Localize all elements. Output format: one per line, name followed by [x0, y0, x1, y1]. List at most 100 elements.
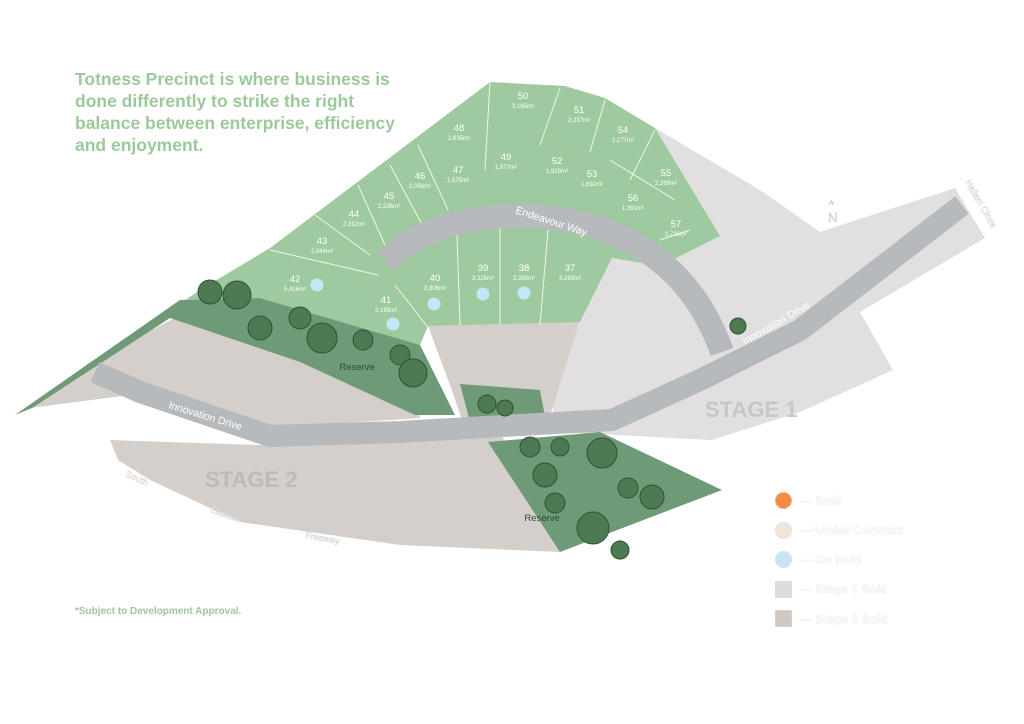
footnote: *Subject to Development Approval.	[75, 606, 242, 617]
lot-54[interactable]: 542,177m²	[612, 125, 634, 144]
tree-icon	[288, 306, 312, 330]
lot-number: 37	[565, 263, 576, 274]
stage2-area-lower	[110, 432, 560, 552]
lot-number: 46	[415, 171, 426, 182]
lot-42[interactable]: 42 5,416m²	[284, 274, 324, 293]
lot-53[interactable]: 531,692m²	[581, 169, 603, 188]
lot-boundaries	[269, 81, 691, 331]
endeavour-way-road	[376, 204, 734, 357]
lot-area: 2,312m²	[343, 222, 365, 228]
lot-52[interactable]: 52 1,920m²	[546, 156, 568, 175]
stage2-label: STAGE 2	[205, 467, 298, 492]
tree-icon	[729, 317, 747, 335]
lot-50[interactable]: 50 3,165m²	[512, 91, 534, 110]
legend: — Sold — Under Contract — On Hold — Stage 1…	[775, 486, 903, 634]
lot-number: 39	[478, 263, 489, 274]
lot-number: 45	[384, 191, 395, 202]
lot-area: 2,944m²	[311, 249, 333, 255]
lot-number: 42	[290, 274, 301, 285]
lot-number: 53	[587, 169, 598, 180]
lot-area: 3,280m²	[513, 276, 535, 282]
lot-area: 3,325m²	[472, 276, 494, 282]
lot-39[interactable]: 39 3,325m²	[472, 263, 494, 301]
tree-icon	[398, 358, 428, 388]
tree-icon	[519, 436, 541, 458]
lot-number: 56	[628, 193, 639, 204]
lot-area: 2,236m²	[378, 204, 400, 210]
lot-44[interactable]: 44 2,312m²	[343, 209, 365, 228]
lot-51[interactable]: 512,237m²	[568, 105, 590, 124]
legend-label: — Sold	[800, 493, 842, 508]
lot-48[interactable]: 48 2,635m²	[448, 123, 470, 142]
tree-icon	[576, 511, 610, 545]
tree-icon	[222, 280, 252, 310]
stage1-label: STAGE 1	[705, 397, 798, 422]
lot-38[interactable]: 383,280m²	[513, 263, 535, 300]
on-hold-marker	[386, 317, 400, 331]
tree-icon	[197, 279, 223, 305]
lot-number: 43	[317, 236, 328, 247]
lot-45[interactable]: 45 2,236m²	[378, 191, 400, 210]
reserve-label-right: Reserve	[524, 513, 559, 524]
legend-swatch-icon	[775, 492, 792, 510]
lot-number: 40	[430, 273, 441, 284]
legend-label: — Stage 2 Sold	[800, 611, 888, 626]
lot-area: 2,177m²	[612, 138, 634, 144]
lot-number: 44	[349, 209, 360, 220]
legend-swatch-icon	[775, 521, 792, 539]
tree-icon	[306, 322, 338, 354]
legend-label: — Stage 1 Sold	[800, 582, 888, 597]
legend-swatch-icon	[775, 610, 792, 628]
lot-number: 52	[552, 156, 563, 167]
tree-icon	[496, 399, 514, 417]
lot-number: 55	[661, 168, 672, 179]
reserve-left	[15, 298, 455, 415]
lot-43[interactable]: 43 2,944m²	[311, 236, 333, 255]
lot-47[interactable]: 47 1,575m²	[447, 165, 469, 184]
lot-40[interactable]: 40 3,306m²	[424, 273, 446, 311]
lot-area: 1,920m²	[546, 169, 568, 175]
tree-icon	[532, 462, 558, 488]
legend-item: — Stage 2 Sold	[775, 604, 903, 634]
legend-item: — On Hold	[775, 545, 903, 575]
lot-56[interactable]: 561,391m²	[622, 193, 644, 212]
lot-37[interactable]: 373,293m²	[559, 263, 581, 282]
tree-icon	[586, 437, 618, 469]
lot-area: 2,726m²	[665, 232, 687, 238]
precinct-lots-area	[15, 82, 720, 415]
tree-icon	[389, 344, 411, 366]
lot-number: 57	[671, 219, 682, 230]
lot-number: 50	[518, 91, 529, 102]
intro-text: Totness Precinct is where business is do…	[75, 69, 395, 155]
innovation-drive-road	[90, 196, 969, 447]
tree-icons	[197, 279, 747, 560]
legend-label: — On Hold	[800, 552, 862, 567]
stage1-area	[545, 128, 985, 440]
lot-area: 2,237m²	[568, 118, 590, 124]
lot-46[interactable]: 46 2,056m²	[409, 171, 431, 190]
lot-area: 2,056m²	[409, 184, 431, 190]
lot-number: 47	[453, 165, 464, 176]
legend-item: — Stage 1 Sold	[775, 575, 903, 605]
reserve-right	[488, 432, 722, 552]
tree-icon	[639, 484, 665, 510]
lot-number: 41	[381, 295, 392, 306]
tree-icon	[352, 329, 374, 351]
legend-item: — Under Contract	[775, 516, 903, 546]
lot-57[interactable]: 57 2,726m²	[665, 219, 687, 238]
legend-swatch-icon	[775, 551, 792, 569]
on-hold-marker	[517, 286, 531, 300]
lot-area: 3,306m²	[424, 286, 446, 292]
lot-41[interactable]: 413,195m²	[375, 295, 400, 331]
lot-area: 1,575m²	[447, 178, 469, 184]
lot-number: 49	[501, 152, 512, 163]
lot-area: 5,416m²	[284, 287, 306, 293]
legend-label: — Under Contract	[800, 523, 903, 538]
lot-number: 48	[454, 123, 465, 134]
lot-49[interactable]: 491,977m²	[495, 152, 517, 171]
lot-55[interactable]: 552,399m²	[655, 168, 677, 187]
lot-area: 3,165m²	[512, 104, 534, 110]
lot-area: 2,635m²	[448, 136, 470, 142]
tree-icon	[247, 315, 273, 341]
